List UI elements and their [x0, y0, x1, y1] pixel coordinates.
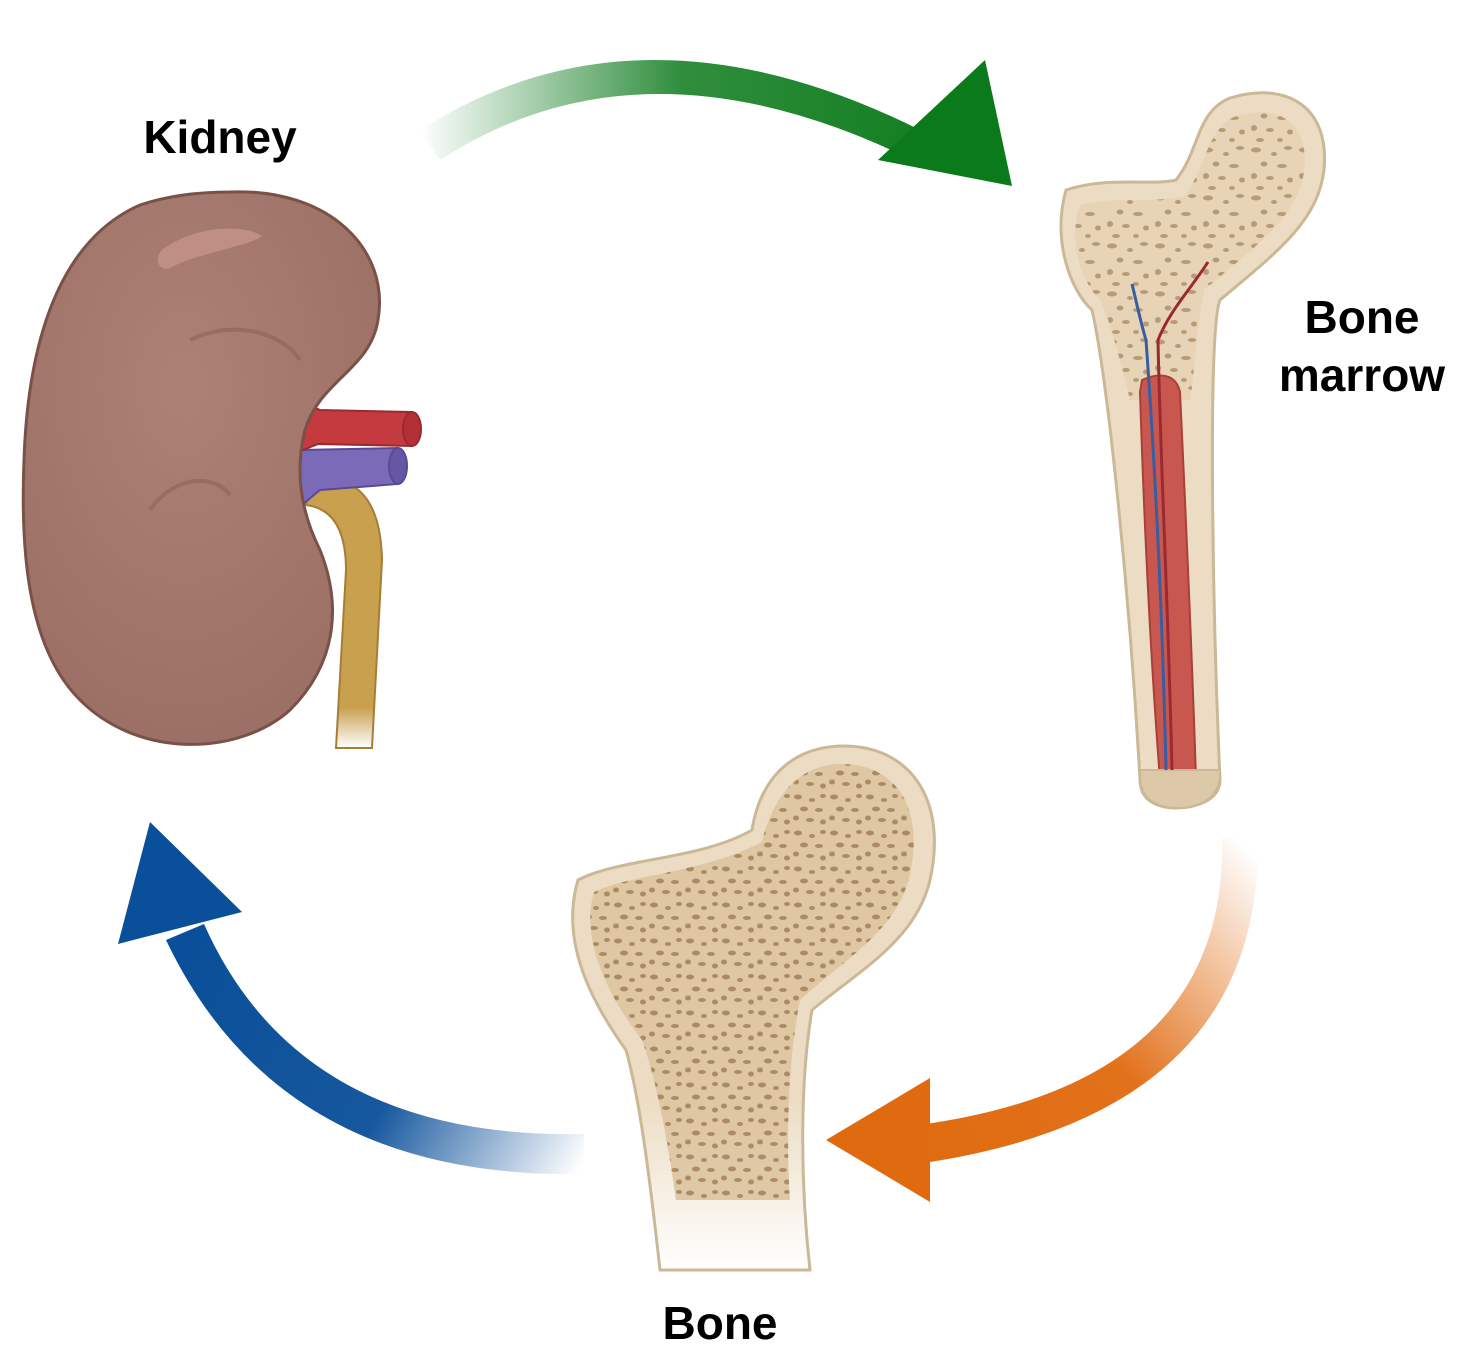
kidney-fold-lower — [148, 478, 232, 512]
femur-distal-end — [1138, 769, 1222, 810]
label-kidney: Kidney — [120, 108, 320, 166]
arrow-orange-head — [826, 1078, 930, 1202]
label-kidney-text: Kidney — [143, 111, 297, 163]
arrow-bone-to-kidney — [118, 822, 584, 1175]
label-bone-marrow-line1: Bone — [1304, 291, 1420, 343]
label-bone-marrow-line2: marrow — [1278, 349, 1446, 401]
arrow-blue-body — [166, 924, 584, 1175]
arrow-orange-body — [926, 838, 1259, 1162]
nutrient-vein — [1130, 283, 1168, 771]
arrow-bone-marrow-to-bone — [826, 838, 1259, 1202]
arrow-green-head — [878, 60, 1012, 186]
label-bone-marrow: Bone marrow — [1250, 288, 1474, 404]
femur-bone-marrow-icon — [1059, 91, 1327, 810]
kidney-icon — [21, 190, 422, 749]
nutrient-artery — [1156, 261, 1210, 771]
kidney-body — [21, 190, 381, 746]
femur-spongy-head — [1075, 112, 1305, 400]
kidney-highlight — [157, 228, 262, 269]
arrow-green-body — [420, 60, 920, 160]
label-bone: Bone — [620, 1294, 820, 1352]
femur-bone-icon — [571, 744, 936, 1272]
label-bone-text: Bone — [662, 1297, 778, 1349]
kidney-fold-upper — [189, 327, 302, 362]
bone-spongy — [590, 763, 914, 1200]
arrow-kidney-to-bone-marrow — [420, 60, 1012, 186]
arrow-blue-head — [118, 822, 242, 944]
